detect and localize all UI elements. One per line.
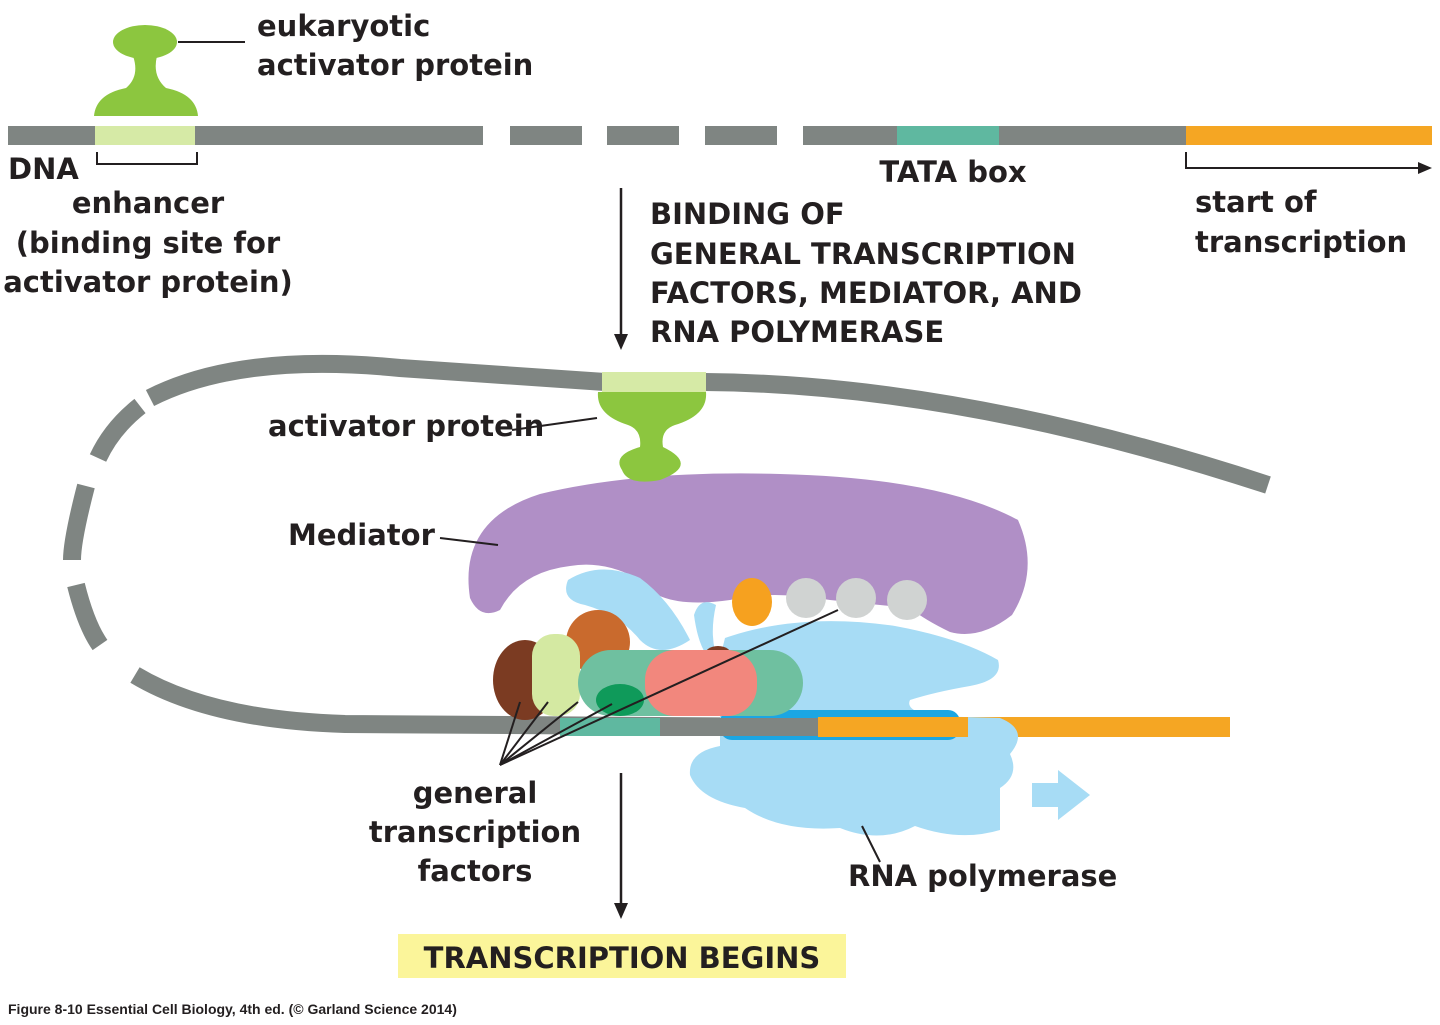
label-enhancer-binding: (binding site for bbox=[16, 226, 281, 260]
step-arrow-1 bbox=[614, 188, 628, 350]
enhancer-bracket bbox=[96, 152, 198, 165]
gtf-salmon bbox=[645, 650, 757, 716]
dna-loop-right bbox=[704, 373, 1271, 494]
label-enhancer-activator: activator protein) bbox=[3, 265, 293, 299]
start-arrow bbox=[1185, 152, 1432, 174]
gtf-dark-green bbox=[596, 684, 644, 716]
label-transcription: transcription bbox=[1195, 225, 1407, 259]
general-transcription-factors bbox=[493, 569, 927, 720]
dna-loop-dash-1 bbox=[89, 398, 146, 462]
gtf-grey-3 bbox=[887, 580, 927, 620]
dna-dash-3 bbox=[705, 126, 777, 145]
activator-protein-bound bbox=[597, 392, 707, 482]
label-enhancer: enhancer bbox=[72, 186, 225, 220]
dna-dash-1 bbox=[510, 126, 582, 145]
transcribed-region bbox=[1186, 126, 1432, 145]
gtf-grey-1 bbox=[786, 578, 826, 618]
label-step-1: BINDING OF bbox=[650, 197, 845, 231]
gtf-light-green bbox=[532, 634, 580, 716]
label-mediator: Mediator bbox=[288, 518, 436, 552]
label-tata-box: TATA box bbox=[879, 155, 1026, 189]
label-step-2: GENERAL TRANSCRIPTION bbox=[650, 237, 1076, 271]
label-activator-protein: activator protein bbox=[268, 409, 544, 443]
label-start-of: start of bbox=[1195, 185, 1317, 219]
label-transcription-begins: TRANSCRIPTION BEGINS bbox=[424, 941, 821, 975]
label-dna: DNA bbox=[8, 152, 79, 186]
label-eukaryotic: eukaryotic bbox=[257, 9, 430, 43]
label-gtf-transcription: transcription bbox=[369, 815, 581, 849]
dna-loop-bottom bbox=[130, 667, 821, 736]
label-step-3: FACTORS, MEDIATOR, AND bbox=[650, 276, 1082, 310]
label-step-4: RNA POLYMERASE bbox=[650, 315, 944, 349]
gtf-grey-2 bbox=[836, 578, 876, 618]
begins-highlight bbox=[398, 934, 846, 978]
tata-box-segment bbox=[897, 126, 999, 145]
dna-dash-2 bbox=[607, 126, 679, 145]
enhancer-bound bbox=[602, 372, 706, 392]
dna-loop bbox=[63, 354, 1271, 736]
label-activator-protein-top: activator protein bbox=[257, 48, 533, 82]
figure-caption: Figure 8-10 Essential Cell Biology, 4th … bbox=[8, 1001, 457, 1017]
tata-bound bbox=[560, 718, 660, 736]
label-general: general bbox=[413, 776, 538, 810]
step-arrow-2 bbox=[614, 773, 628, 919]
label-rna-polymerase: RNA polymerase bbox=[848, 859, 1117, 893]
mediator bbox=[468, 473, 1028, 634]
gtf-light-blue bbox=[566, 569, 690, 650]
dna-loop-dash-2 bbox=[63, 483, 95, 561]
label-factors: factors bbox=[418, 854, 533, 888]
dna-segment-1 bbox=[8, 126, 483, 145]
dna-loop-top bbox=[145, 354, 606, 407]
direction-arrow bbox=[1032, 770, 1090, 820]
top-dna-strand bbox=[8, 126, 1432, 145]
gtf-orange bbox=[732, 578, 772, 626]
activator-protein-top bbox=[94, 25, 245, 116]
enhancer-segment bbox=[95, 126, 195, 145]
dna-loop-dash-3 bbox=[67, 582, 108, 651]
leader-lines bbox=[439, 417, 881, 863]
